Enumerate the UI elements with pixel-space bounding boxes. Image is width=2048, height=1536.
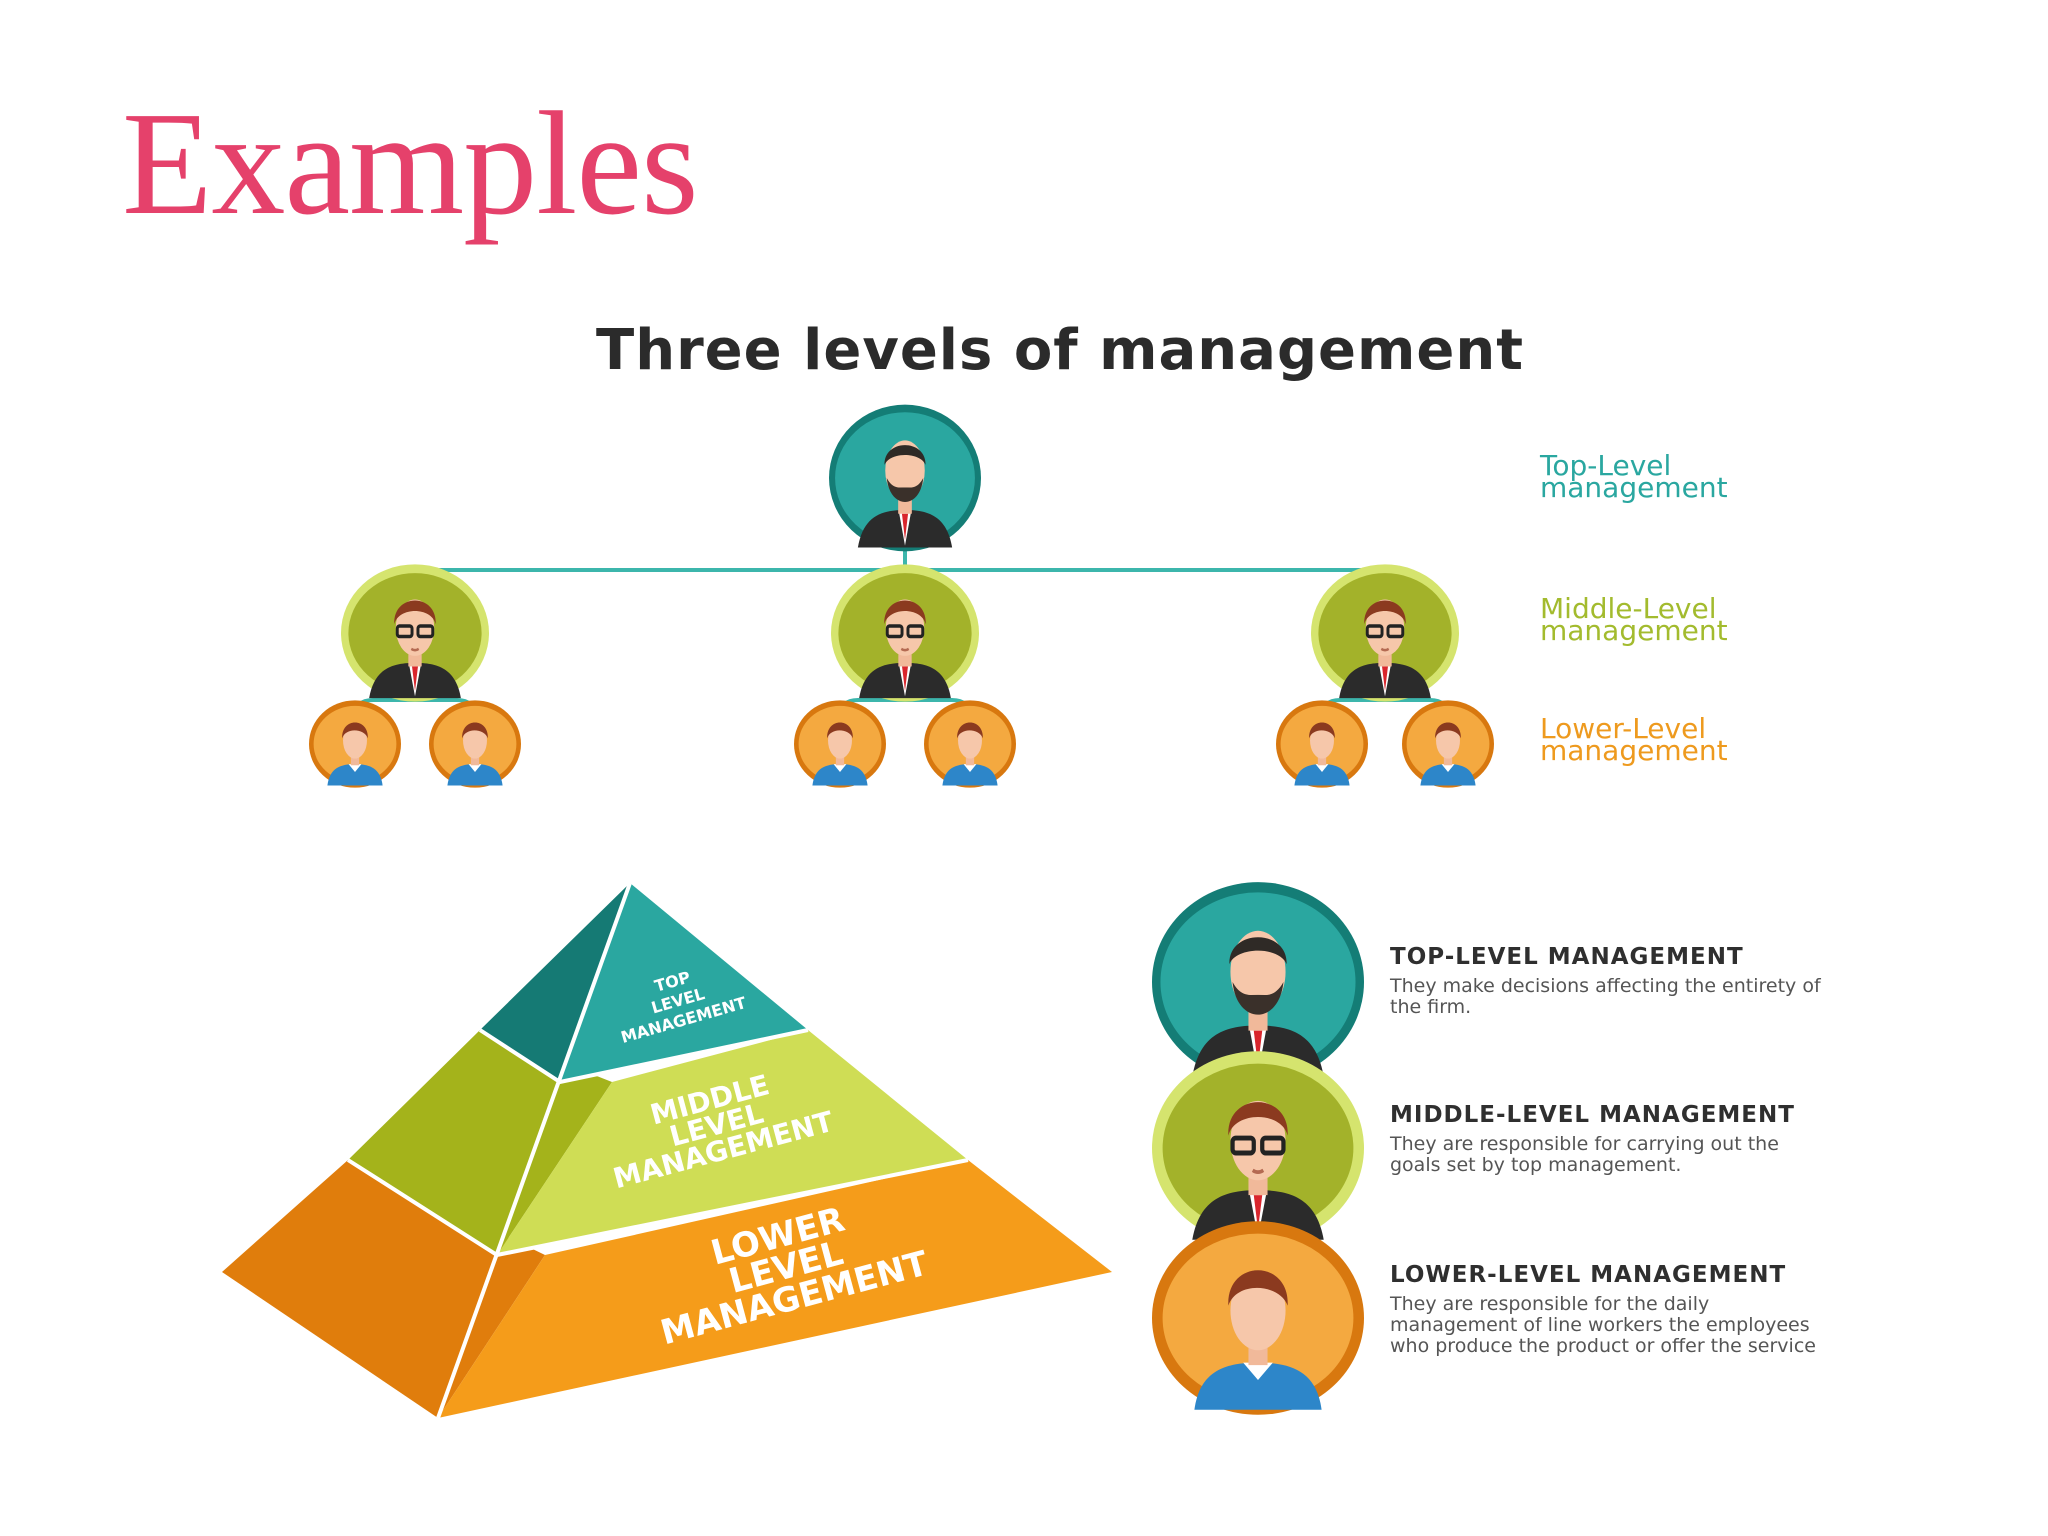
- infographic-title: Three levels of management: [596, 318, 1524, 383]
- pyramid-top-front-face: [560, 883, 808, 1082]
- pyramid-middle-front-face: [497, 1030, 968, 1255]
- lower-manager-avatar: [1276, 700, 1368, 788]
- top-level-description-title: TOP-LEVEL MANAGEMENT: [1390, 944, 1744, 970]
- top-level-label-line2: management: [1540, 471, 1728, 504]
- management-pyramid: TOP LEVEL MANAGEMENT MIDDLE LEVEL MANAGE…: [222, 882, 1112, 1419]
- pyramid-lower-front-face: [438, 1160, 1112, 1418]
- middle-level-description-text: They are responsible for carrying out th…: [1390, 1133, 1779, 1176]
- middle-level-description-avatar: [1152, 1051, 1364, 1244]
- lower-level-description-text: They are responsible for the daily manag…: [1390, 1293, 1816, 1357]
- lower-manager-avatar: [309, 700, 401, 788]
- lower-manager-avatar: [794, 700, 886, 788]
- lower-manager-avatar: [429, 700, 521, 788]
- lower-level-description-title: LOWER-LEVEL MANAGEMENT: [1390, 1262, 1787, 1288]
- top-manager-avatar: [829, 404, 981, 552]
- middle-manager-avatar: [829, 562, 981, 704]
- lower-manager-avatar: [924, 700, 1016, 788]
- middle-level-description-title: MIDDLE-LEVEL MANAGEMENT: [1390, 1102, 1795, 1128]
- lower-manager-avatar: [1402, 700, 1494, 788]
- lower-level-label-line2: management: [1540, 734, 1728, 767]
- slide-title: Examples: [122, 82, 699, 246]
- lower-level-description-avatar: [1152, 1221, 1364, 1415]
- middle-level-label-line2: management: [1540, 614, 1728, 647]
- top-level-label-line1: Top-Level: [1539, 449, 1671, 482]
- middle-manager-avatar: [339, 562, 491, 704]
- lower-level-label-line1: Lower-Level: [1540, 712, 1706, 745]
- middle-level-description: MIDDLE-LEVEL MANAGEMENT They are respons…: [1390, 1102, 1950, 1176]
- top-level-description-text: They make decisions affecting the entire…: [1390, 975, 1821, 1018]
- top-level-description: TOP-LEVEL MANAGEMENT They make decisions…: [1390, 944, 1950, 1018]
- pyramid-middle-left-face: [348, 1030, 612, 1255]
- middle-level-label-line1: Middle-Level: [1540, 592, 1717, 625]
- pyramid-top-left-face: [480, 883, 630, 1082]
- lower-level-description: LOWER-LEVEL MANAGEMENT They are responsi…: [1390, 1262, 1950, 1357]
- org-chart: Top-Level management Middle-Level manage…: [309, 404, 1728, 788]
- middle-manager-avatar: [1309, 562, 1461, 704]
